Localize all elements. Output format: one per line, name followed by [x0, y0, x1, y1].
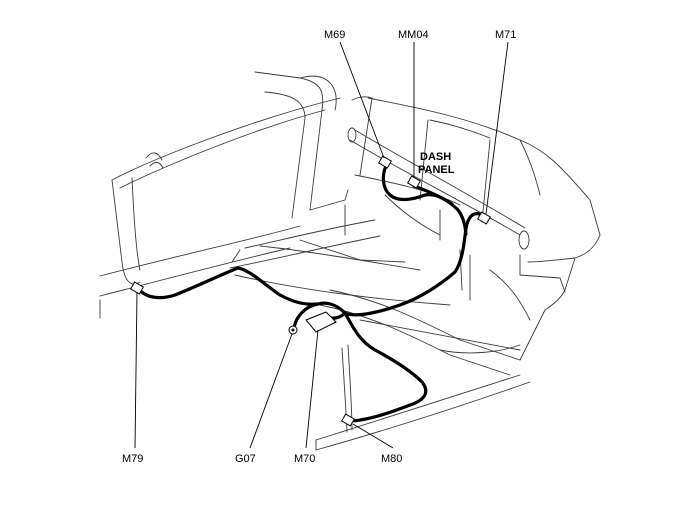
labels: M69 MM04 M71 DASH PANEL M79 G07 M70 M80 — [122, 29, 516, 465]
leader-lines — [134, 41, 509, 449]
label-m69: M69 — [324, 29, 345, 41]
connector-mm04 — [406, 175, 422, 189]
connector-m70 — [305, 311, 337, 333]
connectors — [129, 155, 492, 427]
label-m71: M71 — [495, 29, 516, 41]
label-dash-panel-line2: PANEL — [418, 164, 455, 176]
label-mm04: MM04 — [398, 29, 429, 41]
ground-g07-dot — [291, 328, 295, 332]
label-dash-panel-line1: DASH — [420, 151, 451, 163]
label-m80: M80 — [381, 453, 402, 465]
connector-m71 — [476, 211, 492, 225]
connector-m79 — [129, 281, 145, 295]
wiring-harness — [136, 164, 482, 423]
connector-m80 — [340, 413, 356, 427]
label-g07: G07 — [235, 453, 256, 465]
label-m70: M70 — [294, 453, 315, 465]
label-m79: M79 — [122, 453, 143, 465]
vehicle-body-outline — [99, 71, 601, 451]
connector-m69 — [377, 155, 393, 169]
